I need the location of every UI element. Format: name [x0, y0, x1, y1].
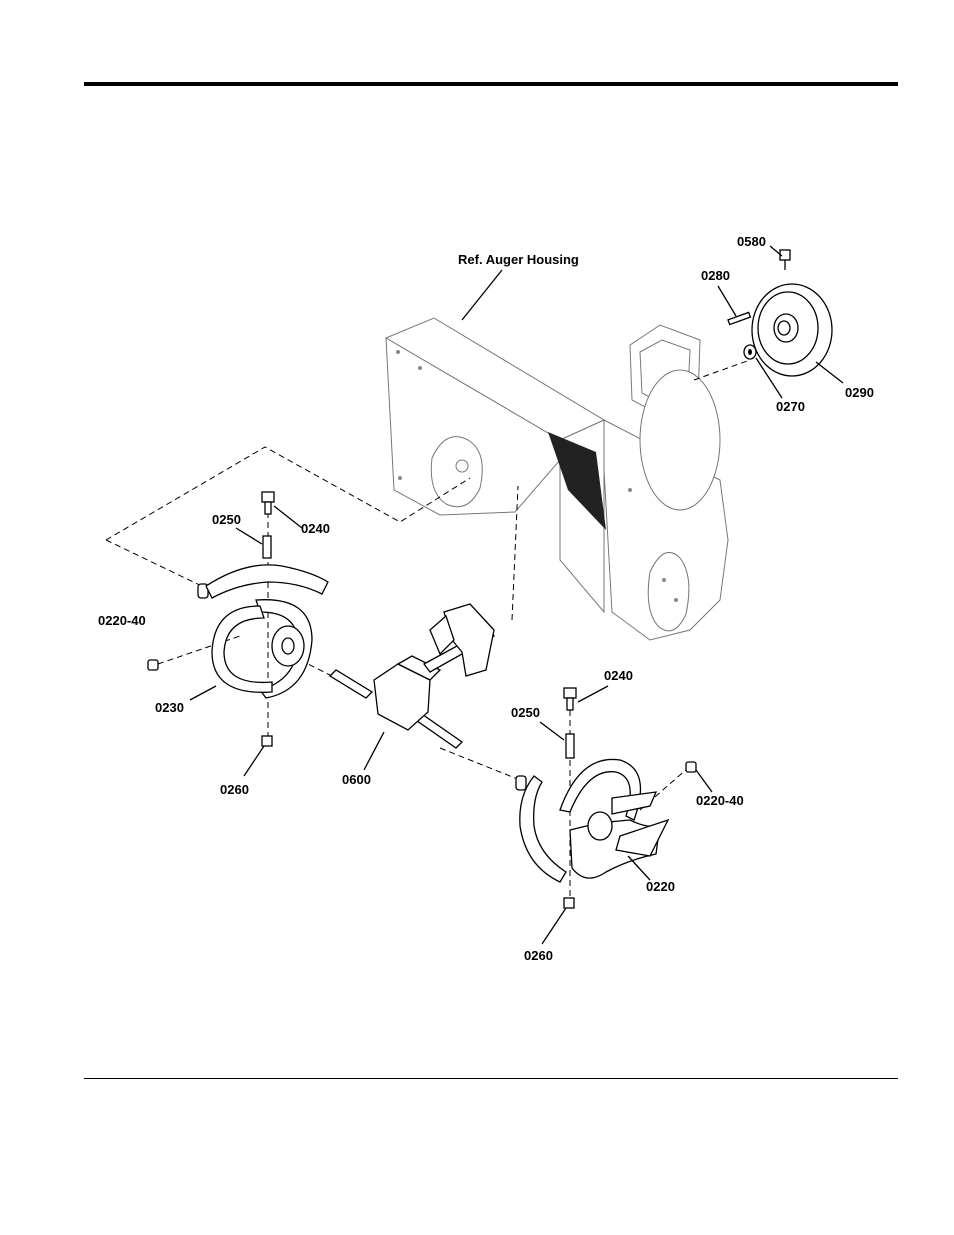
- auger-housing-drawing: [386, 318, 728, 640]
- label-0280: 0280: [701, 268, 730, 283]
- label-0220-40-right: 0220-40: [696, 793, 744, 808]
- label-0240-right: 0240: [604, 668, 633, 683]
- label-0250-left: 0250: [212, 512, 241, 527]
- label-0580: 0580: [737, 234, 766, 249]
- right-auger-spiral-drawing: [516, 688, 696, 908]
- label-0240-left: 0240: [301, 521, 330, 536]
- label-0260-left: 0260: [220, 782, 249, 797]
- label-0270: 0270: [776, 399, 805, 414]
- label-0220: 0220: [646, 879, 675, 894]
- label-0220-40-left: 0220-40: [98, 613, 146, 628]
- label-0260-right: 0260: [524, 948, 553, 963]
- label-0600: 0600: [342, 772, 371, 787]
- auger-gearbox-drawing: [330, 604, 494, 748]
- label-0290: 0290: [845, 385, 874, 400]
- label-0230: 0230: [155, 700, 184, 715]
- label-ref-auger-housing: Ref. Auger Housing: [458, 252, 579, 267]
- v-belt-pulley-drawing: [728, 250, 832, 376]
- label-0250-right: 0250: [511, 705, 540, 720]
